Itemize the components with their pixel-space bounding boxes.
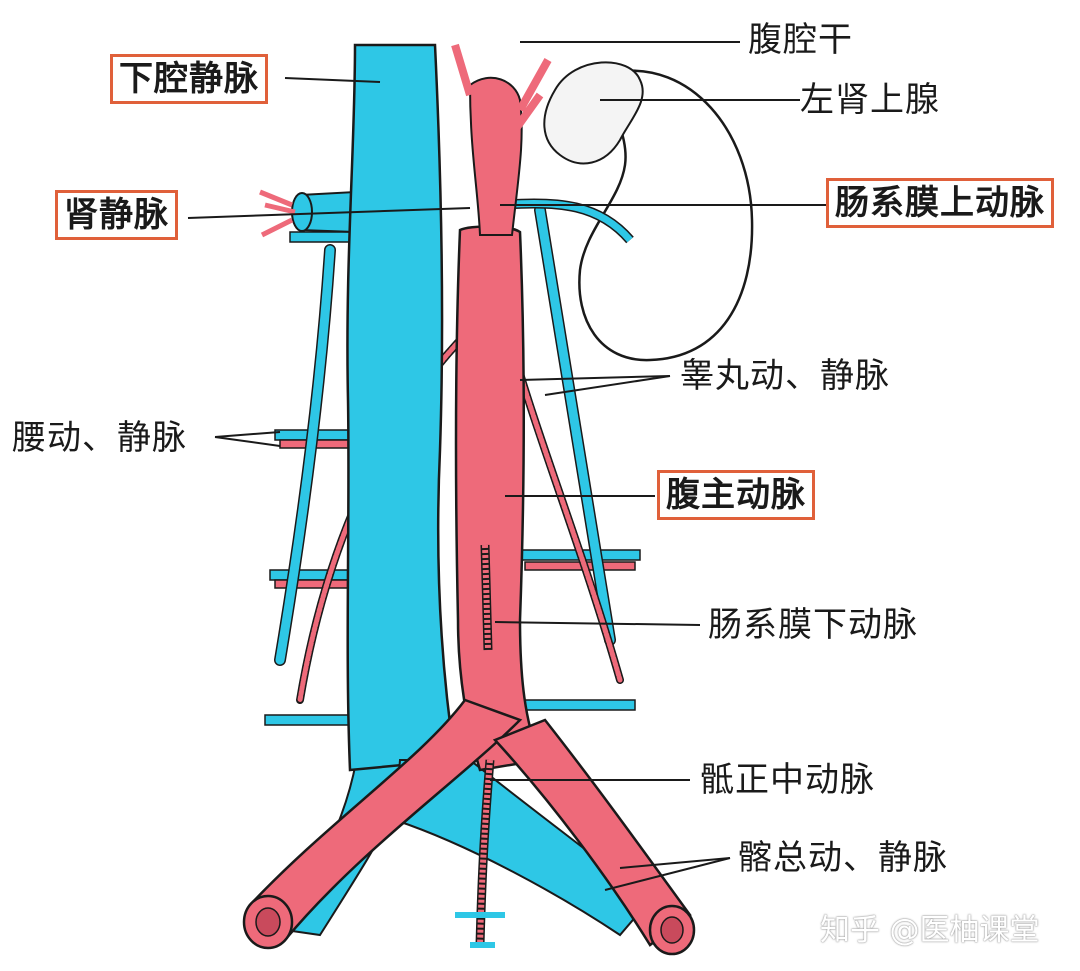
testicular-veins <box>274 204 624 704</box>
label-aorta: 腹主动脉 <box>657 470 815 520</box>
celiac-trunk <box>468 76 523 236</box>
label-sma: 肠系膜上动脉 <box>826 178 1054 228</box>
label-renal-vein: 肾静脉 <box>55 190 178 240</box>
label-median-sacral: 骶正中动脉 <box>700 760 875 800</box>
abdominal-aorta <box>454 225 542 772</box>
label-common-iliac: 髂总动、静脉 <box>738 838 948 878</box>
label-ima: 肠系膜下动脉 <box>708 605 918 645</box>
left-adrenal-gland <box>543 61 644 165</box>
label-lumbar: 腰动、静脉 <box>12 418 187 458</box>
label-left-adrenal: 左肾上腺 <box>800 80 940 120</box>
label-celiac-trunk: 腹腔干 <box>748 20 853 60</box>
label-ivc: 下腔静脉 <box>110 54 268 104</box>
left-kidney <box>578 69 754 362</box>
inferior-vena-cava <box>346 43 457 772</box>
watermark: 知乎 @医柚课堂 <box>820 913 1040 948</box>
label-testicular: 睾丸动、静脉 <box>680 356 890 396</box>
leader-lines <box>187 41 826 891</box>
